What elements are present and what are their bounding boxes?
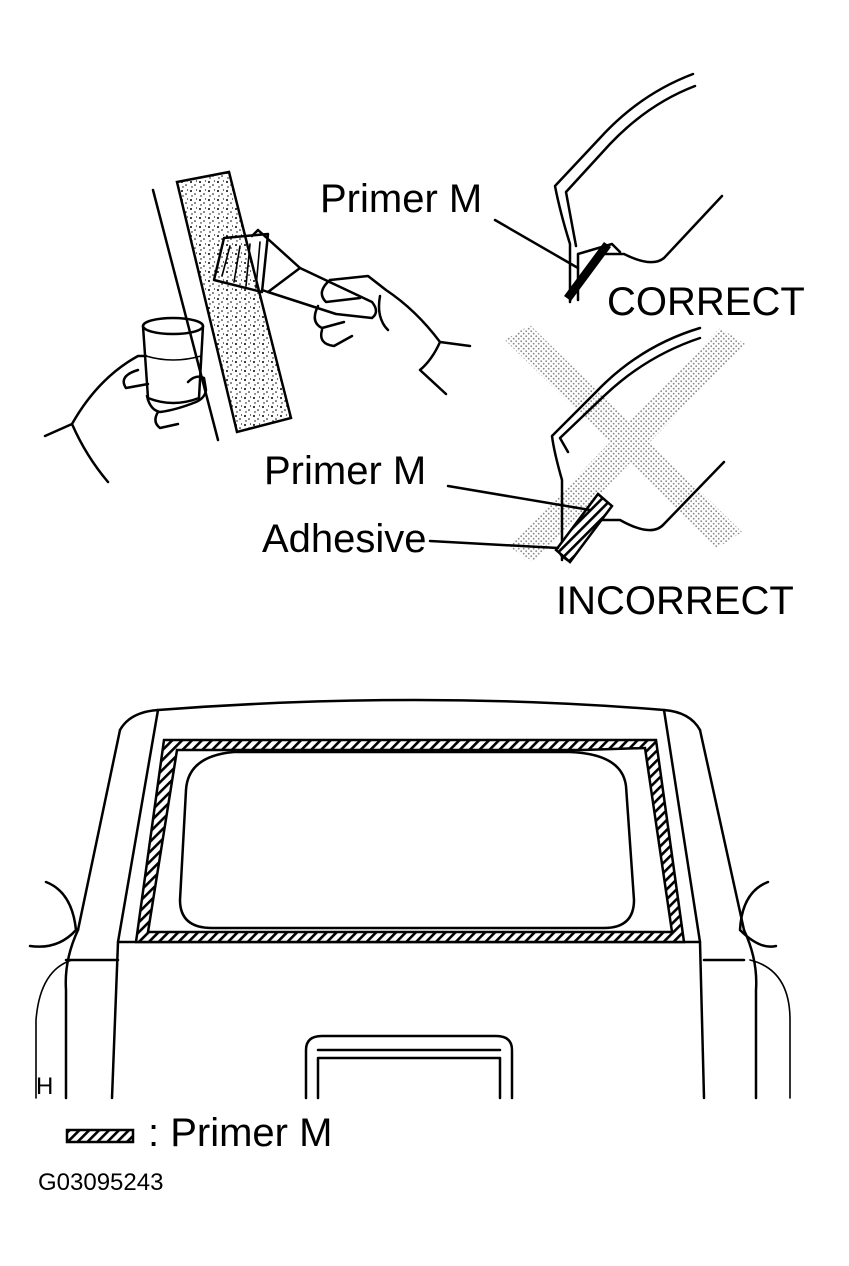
glass-section-return [576,242,622,302]
adhesive-label: Adhesive [262,517,427,561]
correct-label: CORRECT [607,280,805,324]
roof-line [118,698,702,732]
body-side-left [35,959,73,1099]
body-lower-right [698,928,758,1100]
primer-m-hatched-frame [134,738,686,944]
primer-adhesive-layer [554,492,614,564]
primer-m-leader-mid [446,484,592,512]
primer-layer-correct [564,242,611,301]
primer-coated-strip [175,170,293,434]
figure-id: G03095243 [38,1169,163,1196]
license-plate-inner [316,1048,502,1100]
left-mirror [28,880,78,948]
glass-section-inner [564,84,724,264]
vehicle-rear-view: H [28,698,791,1100]
roof-outer [76,728,746,932]
incorrect-x-mark [505,325,745,562]
legend-hatch-swatch [65,1128,135,1144]
brush-application-illustration: Primer M [43,170,580,484]
body-lower-left [64,928,120,1100]
legend: : Primer M [65,1111,332,1155]
primer-m-label-top: Primer M [320,177,482,221]
brush-icon [212,228,378,320]
license-plate-recess [304,1034,514,1100]
body-side-right [749,959,791,1099]
rear-glass [178,750,636,930]
right-hand [313,274,472,396]
adhesive-strip [556,550,568,562]
correct-cross-section: CORRECT [553,72,805,324]
left-hand [43,354,208,484]
right-mirror [738,880,778,948]
primer-cup-icon [141,316,205,405]
incorrect-cross-section: Primer M Adhesive INCORRECT [262,325,794,623]
body-flange-panel [151,188,220,442]
glass-section-outer-incorrect [550,326,702,562]
adhesive-leader [428,539,560,550]
incorrect-label: INCORRECT [556,579,794,623]
glass-section-outer [553,72,695,304]
view-marker-h: H [36,1073,53,1100]
legend-label: : Primer M [148,1111,332,1155]
primer-m-leader-top [493,218,580,270]
primer-m-label-mid: Primer M [264,449,426,493]
glass-section-inner-incorrect [558,336,726,532]
